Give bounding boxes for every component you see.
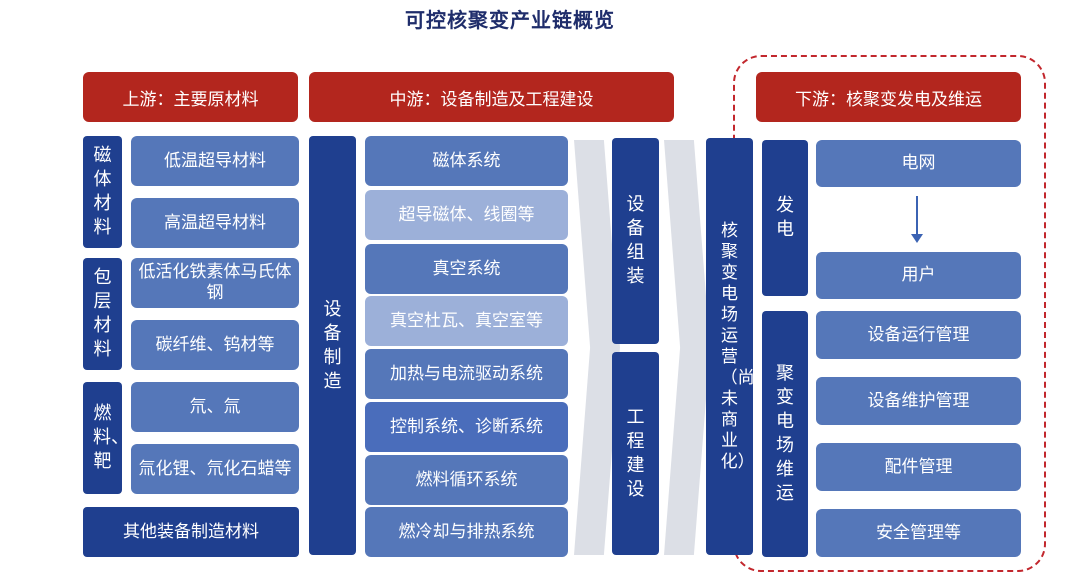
- item-low-temp-superconductor: 低温超导材料: [131, 136, 299, 186]
- construction-label: 工程建设: [626, 406, 645, 500]
- group-label: 磁体材料: [93, 145, 112, 238]
- item-heating-current-drive: 加热与电流驱动系统: [365, 349, 568, 399]
- item-cooling-heat-removal: 燃冷却与排热系统: [365, 507, 568, 557]
- equipment-assembly: 设备组装: [612, 138, 659, 344]
- item-vacuum-system: 真空系统: [365, 244, 568, 294]
- header-downstream: 下游：核聚变发电及维运: [756, 72, 1021, 122]
- header-upstream: 上游：主要原材料: [83, 72, 298, 122]
- item-ferritic-steel: 低活化铁素体马氏体钢: [131, 258, 299, 308]
- item-superconducting-magnet: 超导磁体、线圈等: [365, 190, 568, 240]
- side-equipment-manufacturing: 设备制造: [309, 136, 356, 555]
- header-midstream: 中游：设备制造及工程建设: [309, 72, 674, 122]
- item-maintenance-management: 设备维护管理: [816, 377, 1021, 425]
- item-grid: 电网: [816, 140, 1021, 187]
- item-magnet-system: 磁体系统: [365, 136, 568, 186]
- arrow-down-head: [911, 234, 923, 243]
- item-fuel-cycle: 燃料循环系统: [365, 455, 568, 505]
- item-operation-management: 设备运行管理: [816, 311, 1021, 359]
- item-parts-management: 配件管理: [816, 443, 1021, 491]
- item-high-temp-superconductor: 高温超导材料: [131, 198, 299, 248]
- item-control-diagnostic: 控制系统、诊断系统: [365, 402, 568, 452]
- other-equipment-materials: 其他装备制造材料: [83, 507, 299, 557]
- item-deuterium-tritium: 氘、氚: [131, 382, 299, 432]
- arrow-down: [916, 196, 918, 236]
- power-generation: 发电: [762, 140, 808, 296]
- assembly-label: 设备组装: [626, 194, 645, 287]
- item-vacuum-dewar: 真空杜瓦、真空室等: [365, 296, 568, 346]
- group-label: 燃料、靶: [93, 403, 130, 472]
- engineering-construction: 工程建设: [612, 352, 659, 555]
- group-blanket-materials: 包层材料: [83, 258, 122, 370]
- side-label: 设备制造: [323, 298, 342, 392]
- generation-label: 发电: [775, 195, 794, 240]
- item-carbon-fiber-tungsten: 碳纤维、钨材等: [131, 320, 299, 370]
- fusion-plant-operation: 核聚变电场运营（尚未商业化）: [706, 138, 755, 555]
- item-lithium-tritide: 氚化锂、氘化石蜡等: [131, 444, 299, 494]
- group-magnet-materials: 磁体材料: [83, 136, 122, 248]
- item-safety-management: 安全管理等: [816, 509, 1021, 557]
- flow-chevron: [664, 140, 710, 555]
- maintenance-label: 聚变电场维运: [775, 363, 794, 504]
- fusion-plant-maintenance: 聚变电场维运: [762, 311, 808, 557]
- group-label: 包层材料: [93, 267, 112, 360]
- item-user: 用户: [816, 252, 1021, 299]
- diagram-title: 可控核聚变产业链概览: [405, 8, 615, 32]
- group-fuel-target: 燃料、靶: [83, 382, 130, 494]
- operation-label: 核聚变电场运营（尚未商业化）: [720, 220, 755, 472]
